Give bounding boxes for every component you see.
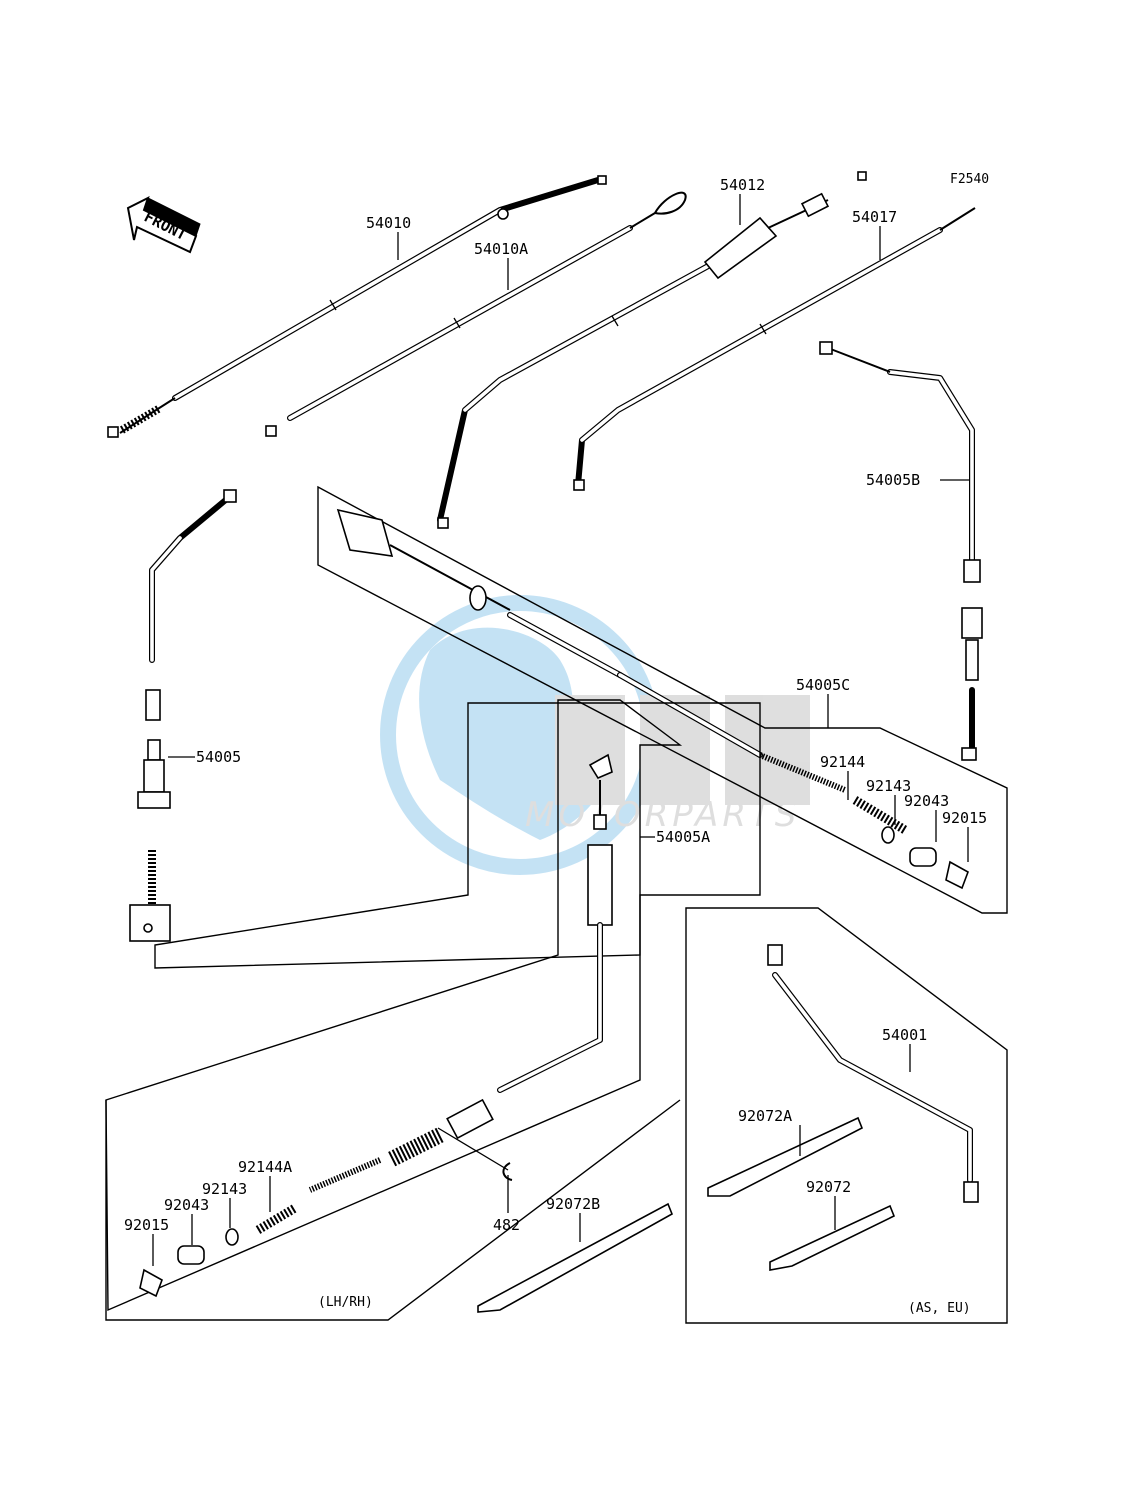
callout-482: 482 bbox=[493, 1216, 520, 1234]
watermark-letter-e bbox=[640, 695, 710, 805]
cable-54005B bbox=[819, 341, 983, 761]
callout-54005C: 54005C bbox=[796, 676, 850, 694]
leader-lines bbox=[152, 194, 970, 1266]
callout-54012: 54012 bbox=[720, 176, 765, 194]
box-54005C bbox=[317, 485, 1008, 914]
callouts: 54010 54010A 54012 54017 54005B 54005 54… bbox=[124, 176, 987, 1234]
callout-92072A: 92072A bbox=[738, 1107, 792, 1125]
cable-54017 bbox=[573, 207, 976, 491]
callout-92143-upper: 92143 bbox=[866, 777, 911, 795]
cable-54010 bbox=[107, 175, 607, 438]
callout-54005: 54005 bbox=[196, 748, 241, 766]
callout-92072: 92072 bbox=[806, 1178, 851, 1196]
callout-54017: 54017 bbox=[852, 208, 897, 226]
callout-92143-lower: 92143 bbox=[202, 1180, 247, 1198]
watermark-subtext: MOTORPARTS bbox=[525, 795, 800, 835]
watermark-globe-ring bbox=[380, 595, 660, 875]
figure-code: F2540 bbox=[950, 172, 989, 187]
callout-54005A: 54005A bbox=[656, 828, 710, 846]
box-54005A bbox=[105, 699, 761, 1321]
box-as-eu bbox=[685, 907, 1008, 1324]
watermark-letter-m bbox=[725, 695, 810, 805]
callout-92015-upper: 92015 bbox=[942, 809, 987, 827]
cable-54010A bbox=[265, 191, 687, 437]
callout-54010A: 54010A bbox=[474, 240, 528, 258]
watermark: MOTORPARTS bbox=[380, 595, 810, 875]
cable-54005 bbox=[129, 489, 237, 942]
callout-92144: 92144 bbox=[820, 753, 865, 771]
callout-92144A: 92144A bbox=[238, 1158, 292, 1176]
group-label-lh-rh: (LH/RH) bbox=[318, 1295, 373, 1310]
cable-54012 bbox=[437, 171, 867, 529]
watermark-letter-o bbox=[555, 695, 625, 805]
callout-54005B: 54005B bbox=[866, 471, 920, 489]
part-92072B-tie bbox=[477, 1202, 674, 1313]
callout-92043-upper: 92043 bbox=[904, 792, 949, 810]
group-label-as-eu: (AS, EU) bbox=[908, 1301, 971, 1316]
callout-92043-lower: 92043 bbox=[164, 1196, 209, 1214]
callout-54001: 54001 bbox=[882, 1026, 927, 1044]
callout-54010: 54010 bbox=[366, 214, 411, 232]
callout-92015-lower: 92015 bbox=[124, 1216, 169, 1234]
callout-92072B: 92072B bbox=[546, 1195, 600, 1213]
front-arrow: FRONT bbox=[126, 196, 201, 254]
